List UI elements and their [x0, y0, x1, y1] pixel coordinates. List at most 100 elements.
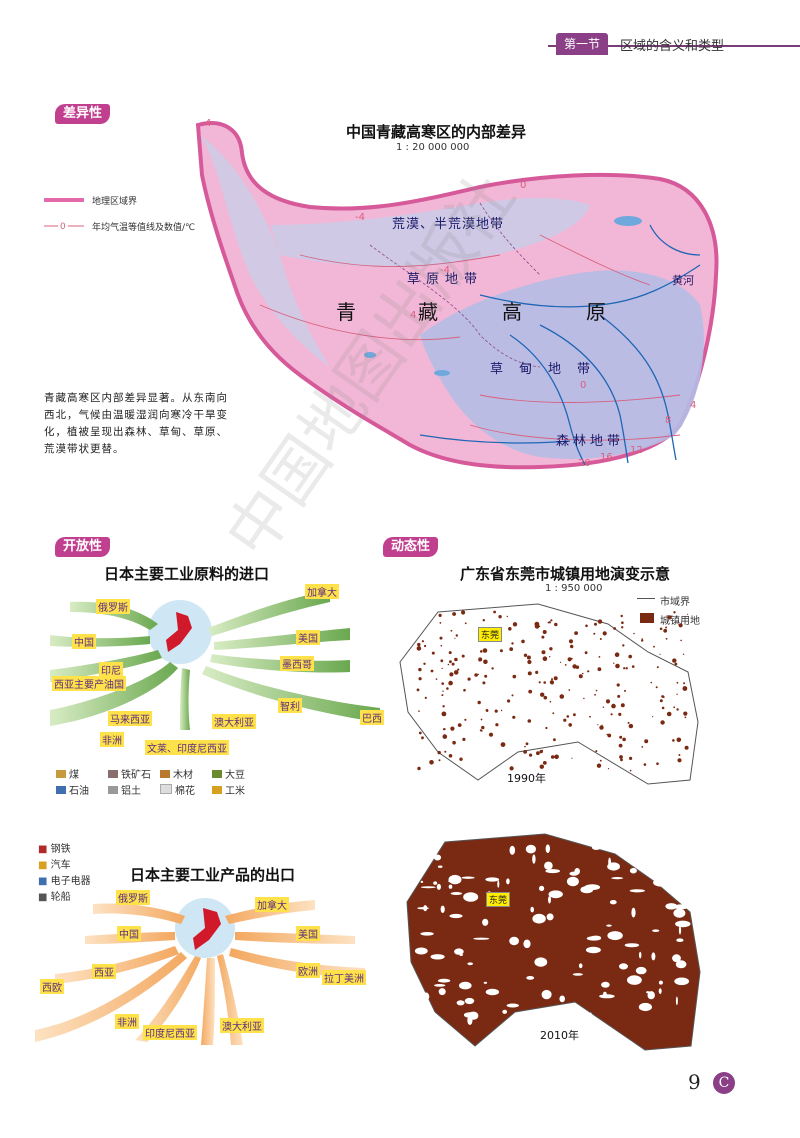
tab-openness: 开放性	[55, 537, 111, 557]
import-country-russia: 俄罗斯	[96, 599, 130, 614]
non-urban-patch	[420, 880, 424, 883]
urban-dot	[587, 670, 590, 673]
export-country-latinamerica: 拉丁美洲	[322, 970, 366, 985]
non-urban-patch	[448, 874, 462, 885]
non-urban-patch	[647, 991, 655, 1000]
urban-dot	[438, 613, 442, 617]
urban-dot	[478, 658, 482, 662]
urban-dot	[439, 622, 442, 624]
non-urban-patch	[506, 878, 510, 885]
urban-dot	[552, 712, 555, 715]
label-plateau-3: 高	[502, 300, 522, 324]
urban-dot	[423, 662, 426, 665]
iso-5: 0	[580, 380, 587, 391]
non-urban-patch	[649, 853, 661, 858]
urban-dot	[540, 692, 545, 697]
urban-dot	[482, 648, 488, 653]
urban-dot	[550, 619, 553, 622]
oil-icon	[56, 786, 66, 794]
urban-dot	[676, 737, 682, 743]
urban-dot	[650, 681, 653, 684]
urban-dot	[506, 615, 508, 618]
steel-icon: ■	[38, 844, 48, 855]
export-country-westasia: 西亚	[92, 964, 116, 979]
page-nav-icon[interactable]: C	[713, 1072, 735, 1094]
urban-dot	[678, 623, 683, 628]
urban-dot	[512, 622, 518, 627]
label-grassland: 草原地带	[407, 272, 484, 287]
non-urban-patch	[658, 980, 663, 985]
urban-dot	[418, 731, 422, 735]
urban-dot	[656, 762, 659, 765]
urban-dot	[572, 664, 577, 669]
non-urban-patch	[627, 975, 642, 985]
export-legend-ship: ■ 轮船	[38, 892, 71, 903]
urban-dot	[595, 689, 598, 692]
iso-0: 4	[205, 118, 212, 129]
urban-dot	[553, 738, 556, 742]
non-urban-patch	[546, 913, 554, 921]
urban-dot	[602, 631, 607, 636]
urban-dot	[511, 694, 514, 697]
urban-dot	[491, 667, 494, 670]
urban-dot	[598, 656, 601, 658]
urban-dot	[421, 738, 423, 740]
urban-dot	[499, 649, 503, 653]
non-urban-patch	[440, 905, 445, 913]
urban-dot	[599, 759, 602, 762]
non-urban-patch	[678, 925, 682, 935]
export-country-westeurope: 西欧	[40, 979, 64, 994]
urban-dot	[416, 688, 420, 692]
non-urban-patch	[420, 886, 436, 889]
urban-dot	[584, 651, 588, 655]
dongguan-map-1990	[399, 603, 699, 785]
urban-dot	[495, 723, 499, 727]
urban-dot	[619, 755, 623, 759]
urban-dot	[452, 740, 456, 745]
urban-dot	[493, 610, 496, 614]
non-urban-patch	[624, 943, 640, 948]
urban-dot	[431, 651, 435, 655]
import-country-malaysia: 马来西亚	[108, 711, 152, 726]
urban-dot	[448, 651, 452, 655]
urban-dot	[625, 667, 628, 670]
non-urban-patch	[672, 954, 681, 963]
import-country-mexico: 墨西哥	[280, 656, 314, 671]
urban-dot	[512, 674, 517, 679]
non-urban-patch	[483, 981, 488, 984]
non-urban-patch	[523, 939, 531, 949]
urban-dot	[620, 703, 625, 708]
cotton-icon	[160, 784, 172, 794]
urban-dot	[451, 662, 455, 666]
urban-dot	[568, 723, 572, 727]
import-legend-item-coal: 煤	[56, 766, 79, 781]
label-plateau-4: 原	[586, 300, 606, 324]
urban-dot	[507, 699, 511, 703]
non-urban-patch	[438, 988, 446, 996]
non-urban-patch	[611, 877, 624, 880]
non-urban-patch	[629, 889, 645, 893]
meadow-zone	[420, 270, 704, 459]
urban-dot	[672, 739, 675, 742]
urban-dot	[665, 626, 668, 629]
label-meadow: 草甸地带	[490, 362, 607, 377]
non-urban-patch	[419, 848, 428, 857]
urban-dot	[594, 693, 596, 696]
urban-dot	[443, 728, 446, 731]
year-label-1990: 1990年	[507, 772, 546, 785]
urban-dot	[477, 673, 479, 676]
urban-dot	[618, 743, 623, 748]
qt-map-title: 中国青藏高寒区的内部差异	[346, 123, 527, 141]
non-urban-patch	[663, 845, 672, 850]
urban-dot	[545, 726, 548, 730]
urban-dot	[614, 652, 620, 657]
non-urban-patch	[652, 929, 660, 932]
non-urban-patch	[588, 1012, 593, 1020]
urban-dot	[439, 636, 443, 640]
corn-icon	[212, 786, 222, 794]
import-legend-item-corn: 工米	[212, 782, 245, 797]
urban-dot	[676, 693, 678, 695]
dongguan-legend-boundary-line	[637, 598, 655, 599]
urban-dot	[442, 690, 444, 692]
urban-dot	[566, 715, 570, 718]
